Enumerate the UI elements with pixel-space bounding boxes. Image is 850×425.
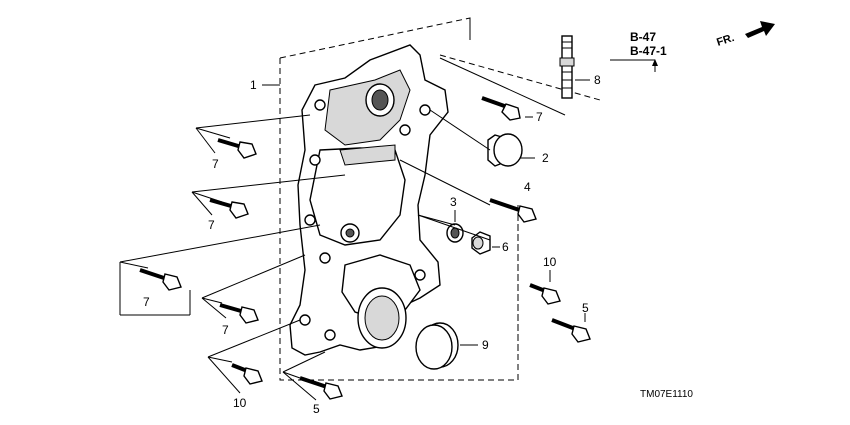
callout-6: 6 (502, 240, 509, 254)
front-arrow-icon (745, 21, 775, 38)
bolt-7-left-1 (217, 138, 257, 159)
drawing-code: TM07E1110 (640, 389, 693, 400)
callout-9: 9 (482, 338, 489, 352)
callout-1: 1 (250, 78, 257, 92)
plug-6 (471, 231, 491, 255)
callout-4: 4 (524, 180, 531, 194)
callout-7-left-3: 7 (143, 295, 150, 309)
bolt-7-left-3 (139, 268, 182, 291)
bolt-4 (489, 198, 537, 223)
washer-3 (446, 223, 464, 243)
callout-7-left-2: 7 (208, 218, 215, 232)
leader-lines (119, 57, 656, 401)
front-direction-label: FR. (715, 32, 736, 49)
callout-7-upper-right: 7 (536, 110, 543, 124)
oil-seal-9 (415, 322, 459, 370)
callout-5-right: 5 (582, 301, 589, 315)
bolt-5-lower (299, 376, 343, 400)
reference-arrow (652, 59, 658, 66)
cap-2 (487, 133, 523, 167)
bolt-7-left-4 (219, 303, 259, 324)
callout-10-right: 10 (543, 255, 557, 269)
assembly-boundary-right (439, 54, 601, 360)
ref-code-b47-1: B-47-1 (630, 44, 667, 58)
assembly-boundary (279, 17, 519, 381)
bolt-7-left-2 (209, 198, 249, 219)
stud-8 (559, 35, 575, 99)
callout-2: 2 (542, 151, 549, 165)
callout-8: 8 (594, 73, 601, 87)
bolt-10-right (529, 283, 561, 305)
callout-7-left-4: 7 (222, 323, 229, 337)
callout-7-left-1: 7 (212, 157, 219, 171)
bolt-5-right (551, 318, 591, 343)
front-direction-indicator: FR. (715, 21, 775, 49)
crank-seal-boss (357, 287, 407, 349)
bolt-10-lower-left (231, 363, 263, 385)
ref-code-b47: B-47 (630, 30, 656, 44)
callout-3: 3 (450, 195, 457, 209)
bolt-7-upper-right (481, 96, 521, 121)
callout-10-bottom: 10 (233, 396, 247, 410)
callout-5-bottom: 5 (313, 402, 320, 416)
